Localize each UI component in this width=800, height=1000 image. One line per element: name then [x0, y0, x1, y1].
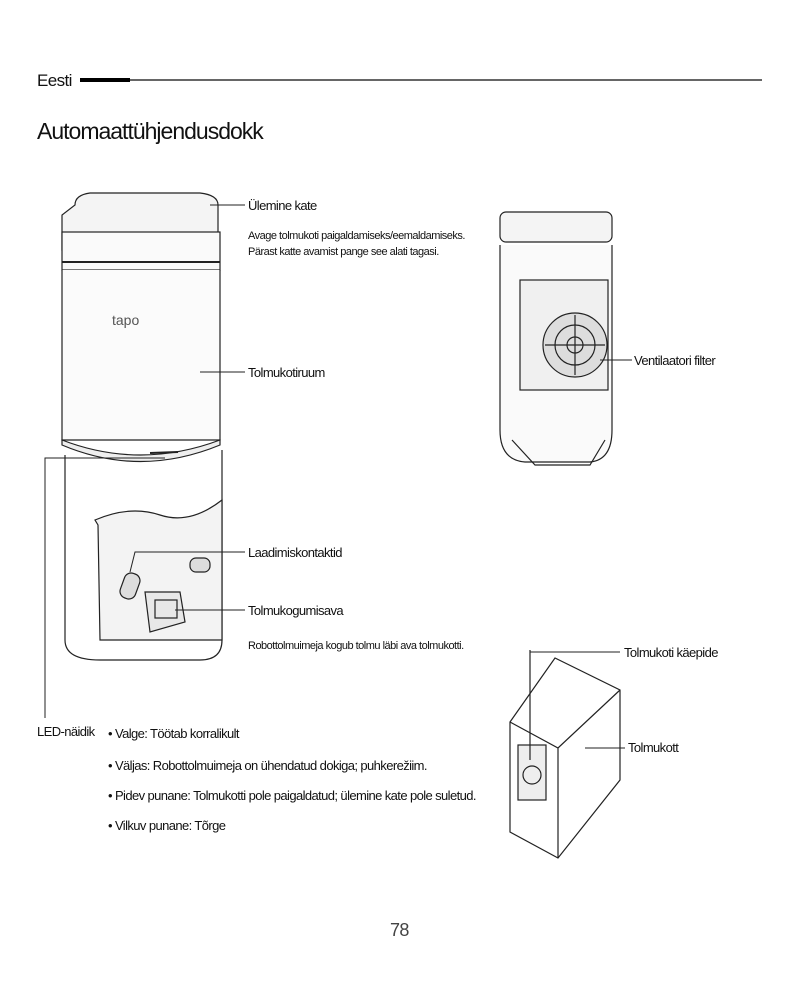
- led-state: • Väljas: Robottolmuimeja on ühendatud d…: [108, 758, 428, 773]
- led-state: • Pidev punane: Tolmukotti pole paigalda…: [108, 788, 476, 803]
- language-label: Eesti: [37, 71, 72, 90]
- svg-text:tapo: tapo: [112, 312, 139, 328]
- led-state: • Vilkuv punane: Tõrge: [108, 818, 226, 833]
- dock-illustration: tapo: [61, 192, 223, 661]
- label-top-cover: Ülemine kate: [248, 198, 317, 213]
- dust-inlet-desc: Robottolmuimeja kogub tolmu läbi ava tol…: [248, 640, 464, 652]
- label-dust-bag: Tolmukott: [628, 740, 679, 755]
- top-cover-desc-1: Avage tolmukoti paigaldamiseks/eemaldami…: [248, 230, 465, 242]
- led-state: • Valge: Töötab korralikult: [108, 726, 240, 741]
- top-cover-desc-2: Pärast katte avamist pange see alati tag…: [248, 246, 439, 258]
- dust-bag-illustration: [509, 650, 621, 859]
- label-led: LED-näidik: [37, 724, 95, 739]
- label-dust-compartment: Tolmukotiruum: [248, 365, 325, 380]
- dock-open-illustration: [499, 211, 613, 466]
- page-number: 78: [390, 920, 409, 940]
- label-charging-contacts: Laadimiskontaktid: [248, 545, 342, 560]
- label-dust-inlet: Tolmukogumisava: [248, 603, 344, 618]
- label-fan-filter: Ventilaatori filter: [634, 353, 716, 368]
- label-bag-handle: Tolmukoti käepide: [624, 645, 718, 660]
- page-title: Automaattühjendusdokk: [37, 118, 264, 144]
